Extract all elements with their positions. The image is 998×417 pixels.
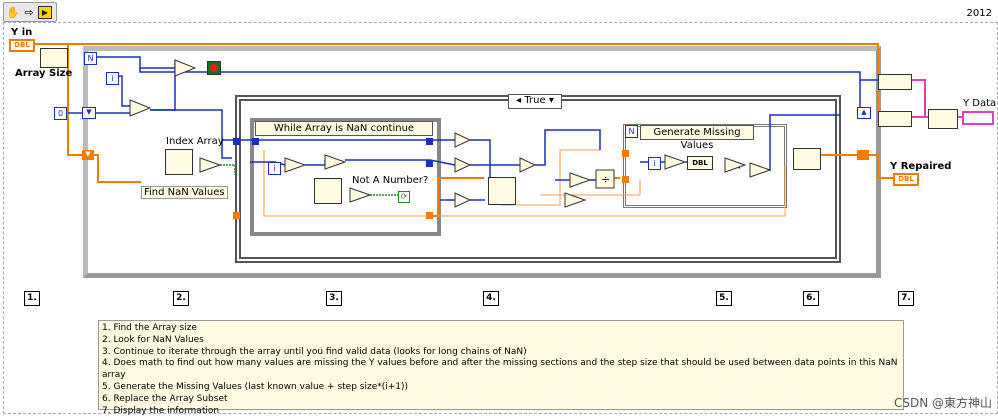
index-array-node[interactable]: [165, 149, 193, 175]
increment-node-2: [454, 132, 472, 148]
i-terminal-inner-label: i: [273, 164, 276, 173]
watermark: CSDN @東方神山: [893, 396, 992, 410]
array-size-node[interactable]: [40, 48, 68, 68]
year-label: 2012: [966, 8, 992, 19]
shift-register-blue: ▲: [857, 107, 871, 119]
step-label-7: 7.: [898, 291, 914, 306]
note-line: 7. Display the information: [102, 405, 220, 416]
note-line: 4. Does math to find out how many values…: [102, 358, 898, 381]
note-line: 5. Generate the Missing Values (last kno…: [102, 381, 409, 392]
loop-condition-icon[interactable]: ⟳: [398, 191, 410, 203]
array-size-label: Array Size: [15, 68, 73, 79]
multiply-node: [724, 157, 747, 173]
step-label-4: 4.: [483, 291, 499, 306]
step-label-2: 2.: [173, 291, 189, 306]
not-a-number-node-1: [199, 157, 222, 173]
toolbar: ✋ ⇨ ▶: [3, 2, 57, 22]
zero-constant[interactable]: 0: [54, 107, 67, 120]
run-continuous-icon[interactable]: ▶: [38, 6, 52, 19]
note-line: 2. Look for NaN Values: [102, 334, 204, 345]
step-label-5: 5.: [716, 291, 732, 306]
y-repaired-terminal[interactable]: DBL: [893, 173, 919, 186]
subtract-node-2: [564, 192, 587, 208]
note-line: 6. Replace the Array Subset: [102, 393, 228, 404]
bundle-node-2[interactable]: [878, 111, 912, 127]
y-in-terminal[interactable]: DBL: [9, 39, 35, 52]
i-terminal-label: i: [111, 74, 114, 83]
subtract-node-1: [454, 157, 472, 173]
step-label-3: 3.: [326, 291, 342, 306]
increment-node-3: [519, 157, 537, 173]
not-a-number-label: Not A Number?: [352, 175, 429, 186]
convert-node: [569, 172, 592, 188]
shift-register-left-blue: ▼: [82, 107, 96, 119]
build-array-node[interactable]: [928, 109, 958, 129]
to-dbl-label: DBL: [692, 159, 708, 167]
i-terminal-for-label: i: [653, 159, 656, 168]
case-dropdown-icon: ▾: [548, 95, 554, 106]
hand-tool-icon[interactable]: ✋: [6, 5, 20, 19]
step-label-1: 1.: [24, 291, 40, 306]
i-terminal-for[interactable]: i: [648, 157, 661, 170]
case-selector[interactable]: ◂ True ▾: [508, 94, 562, 109]
bundle-node-1[interactable]: [878, 74, 912, 90]
index-array-node-inner[interactable]: [314, 178, 342, 204]
case-prev-icon: ◂: [516, 95, 522, 106]
y-repaired-label: Y Repaired: [890, 161, 952, 172]
inner-while-title: While Array is NaN continue: [255, 121, 433, 136]
find-nan-values-label: Find NaN Values: [141, 186, 228, 199]
index-array-label: Index Array: [166, 136, 224, 147]
run-arrow-icon[interactable]: ⇨: [24, 5, 34, 19]
n-terminal-for[interactable]: N: [625, 125, 638, 138]
n-terminal-label: N: [87, 54, 94, 63]
index-array-node-case[interactable]: [488, 177, 516, 205]
replace-subset-node[interactable]: [793, 148, 821, 170]
greater-than-node: [174, 59, 197, 77]
add-node-2: [454, 192, 472, 208]
i-terminal-outer[interactable]: i: [106, 72, 119, 85]
increment-node: [129, 99, 152, 117]
stop-condition-icon[interactable]: [207, 61, 221, 75]
note-line: 3. Continue to iterate through the array…: [102, 346, 527, 357]
shift-register-right: [857, 150, 869, 160]
svg-text:÷: ÷: [601, 173, 610, 186]
y-data-terminal[interactable]: [962, 111, 994, 125]
notes-box: 1. Find the Array size 2. Look for NaN V…: [98, 320, 904, 416]
for-loop-title: Generate Missing Values: [640, 125, 754, 151]
y-in-dbl: DBL: [14, 41, 30, 49]
add-node-1: [284, 157, 307, 173]
not-a-number-node-2: [349, 187, 372, 203]
y-data-label: Y Data: [963, 98, 997, 109]
case-selector-label: True: [524, 95, 546, 106]
step-label-6: 6.: [803, 291, 819, 306]
y-in-label: Y in: [11, 27, 33, 38]
decrement-node: [324, 154, 347, 170]
note-line: 1. Find the Array size: [102, 323, 197, 333]
n-terminal-for-label: N: [628, 127, 635, 136]
y-repaired-dbl: DBL: [898, 175, 914, 183]
zero-constant-label: 0: [57, 109, 64, 118]
to-dbl-node[interactable]: DBL: [687, 156, 713, 170]
shift-register-left: ▼: [82, 150, 94, 160]
n-terminal-outer[interactable]: N: [84, 52, 97, 65]
increment-node-4: [664, 154, 687, 170]
add-node-3: [749, 162, 772, 178]
i-terminal-inner[interactable]: i: [268, 162, 281, 175]
